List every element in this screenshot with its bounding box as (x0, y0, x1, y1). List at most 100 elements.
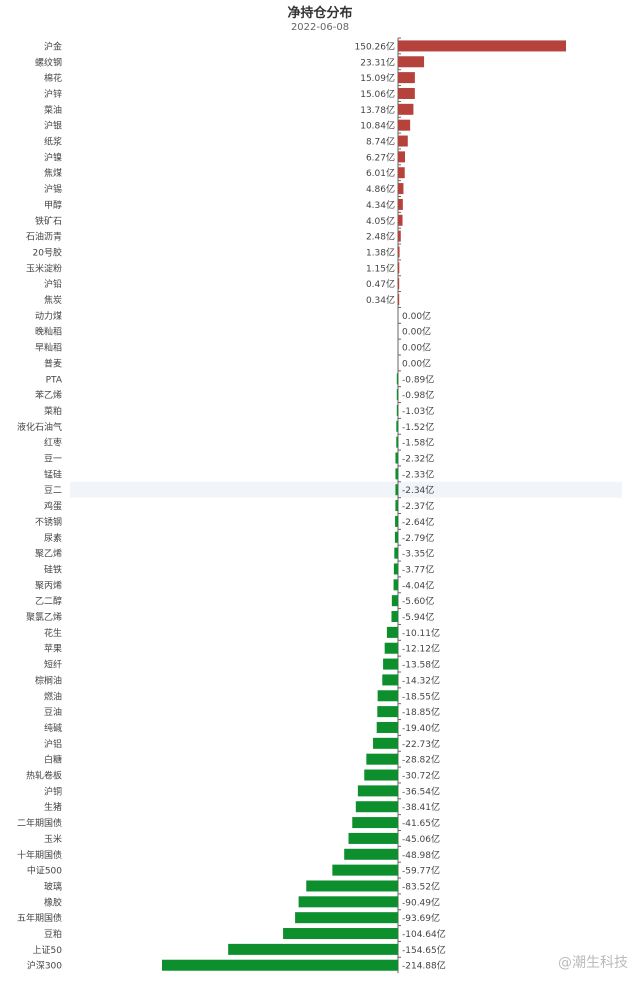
data-label: 0.00亿 (402, 326, 431, 338)
bar[interactable] (386, 626, 398, 638)
bar[interactable] (398, 40, 566, 52)
bar[interactable] (295, 912, 398, 924)
bar[interactable] (364, 769, 398, 781)
data-label: 15.06亿 (360, 88, 395, 100)
bar[interactable] (396, 436, 398, 448)
category-label: 燃油 (44, 690, 62, 702)
category-label: 纯碱 (44, 722, 62, 734)
bar[interactable] (355, 801, 398, 813)
bar[interactable] (398, 135, 408, 147)
data-label: -12.12亿 (402, 643, 440, 655)
data-label: -2.64亿 (402, 516, 434, 528)
category-label: 沪铅 (44, 278, 62, 290)
bar[interactable] (228, 943, 398, 955)
bar[interactable] (357, 785, 398, 797)
category-label: 锰硅 (44, 468, 62, 480)
data-label: -18.85亿 (402, 706, 440, 718)
bar[interactable] (398, 294, 400, 306)
data-label: -93.69亿 (402, 912, 440, 924)
category-label: 早籼稻 (35, 342, 62, 354)
bar[interactable] (398, 72, 415, 84)
bar[interactable] (398, 151, 406, 163)
bar[interactable] (348, 832, 398, 844)
data-label: -3.77亿 (402, 563, 434, 575)
watermark-logo: @潮生科技 (558, 955, 628, 971)
bar[interactable] (393, 563, 398, 575)
bar[interactable] (373, 737, 398, 749)
bar[interactable] (162, 959, 398, 971)
category-label: 苹果 (44, 643, 62, 655)
bar[interactable] (396, 420, 398, 432)
bar[interactable] (395, 468, 398, 480)
data-label: -14.32亿 (402, 674, 440, 686)
bar[interactable] (344, 848, 398, 860)
bar[interactable] (298, 896, 398, 908)
category-label: 动力煤 (35, 310, 62, 322)
category-label: 聚乙烯 (35, 548, 62, 560)
data-label: 0.47亿 (366, 278, 395, 290)
data-label: 4.34亿 (366, 199, 395, 211)
data-label: -2.37亿 (402, 500, 434, 512)
bar[interactable] (398, 119, 411, 131)
data-label: -18.55亿 (402, 690, 440, 702)
bar[interactable] (398, 262, 400, 274)
data-label: -30.72亿 (402, 770, 440, 782)
bar[interactable] (396, 389, 398, 401)
category-label: 不锈钢 (35, 516, 62, 528)
data-label: -83.52亿 (402, 880, 440, 892)
bar[interactable] (391, 611, 398, 623)
bar[interactable] (398, 87, 415, 99)
category-label: 硅铁 (44, 563, 62, 575)
bar[interactable] (398, 230, 401, 242)
data-label: -1.03亿 (402, 405, 434, 417)
data-label: -41.65亿 (402, 817, 440, 829)
category-label: 铁矿石 (35, 215, 62, 227)
bar[interactable] (306, 880, 398, 892)
category-label: 鸡蛋 (44, 500, 62, 512)
bar[interactable] (396, 404, 398, 416)
bar[interactable] (398, 246, 400, 258)
bar[interactable] (398, 198, 403, 210)
bar[interactable] (398, 278, 400, 290)
bar[interactable] (352, 817, 398, 829)
bar[interactable] (398, 167, 405, 179)
bar[interactable] (395, 515, 398, 527)
bar[interactable] (398, 214, 403, 226)
bar[interactable] (398, 183, 404, 195)
bar[interactable] (398, 56, 425, 68)
category-label: 聚氯乙烯 (26, 611, 62, 623)
bar[interactable] (384, 642, 398, 654)
bar[interactable] (395, 484, 398, 496)
bar[interactable] (383, 658, 398, 670)
bar[interactable] (382, 674, 398, 686)
bar[interactable] (394, 531, 398, 543)
data-label: 0.00亿 (402, 310, 431, 322)
bar[interactable] (283, 928, 398, 940)
category-label: 石油沥青 (26, 231, 62, 243)
bar[interactable] (391, 595, 398, 607)
bar[interactable] (377, 706, 398, 718)
bar[interactable] (394, 547, 398, 559)
bar[interactable] (396, 373, 398, 385)
bar[interactable] (366, 753, 398, 765)
category-label: 玻璃 (44, 880, 62, 892)
data-label: -36.54亿 (402, 785, 440, 797)
bar[interactable] (393, 579, 398, 591)
bar[interactable] (398, 103, 414, 115)
data-label: -104.64亿 (402, 928, 446, 940)
bar[interactable] (377, 690, 398, 702)
category-label: 二年期国债 (17, 817, 62, 829)
data-label: -19.40亿 (402, 722, 440, 734)
bar[interactable] (395, 452, 398, 464)
category-label: 液化石油气 (17, 421, 62, 433)
data-label: -3.35亿 (402, 548, 434, 560)
bar[interactable] (332, 864, 398, 876)
bar[interactable] (376, 721, 398, 733)
category-label: 花生 (44, 627, 62, 639)
bar[interactable] (395, 500, 398, 512)
data-label: -22.73亿 (402, 738, 440, 750)
category-label: 棉花 (44, 72, 62, 84)
category-label: 普麦 (44, 357, 62, 369)
category-label: 焦煤 (44, 167, 62, 179)
